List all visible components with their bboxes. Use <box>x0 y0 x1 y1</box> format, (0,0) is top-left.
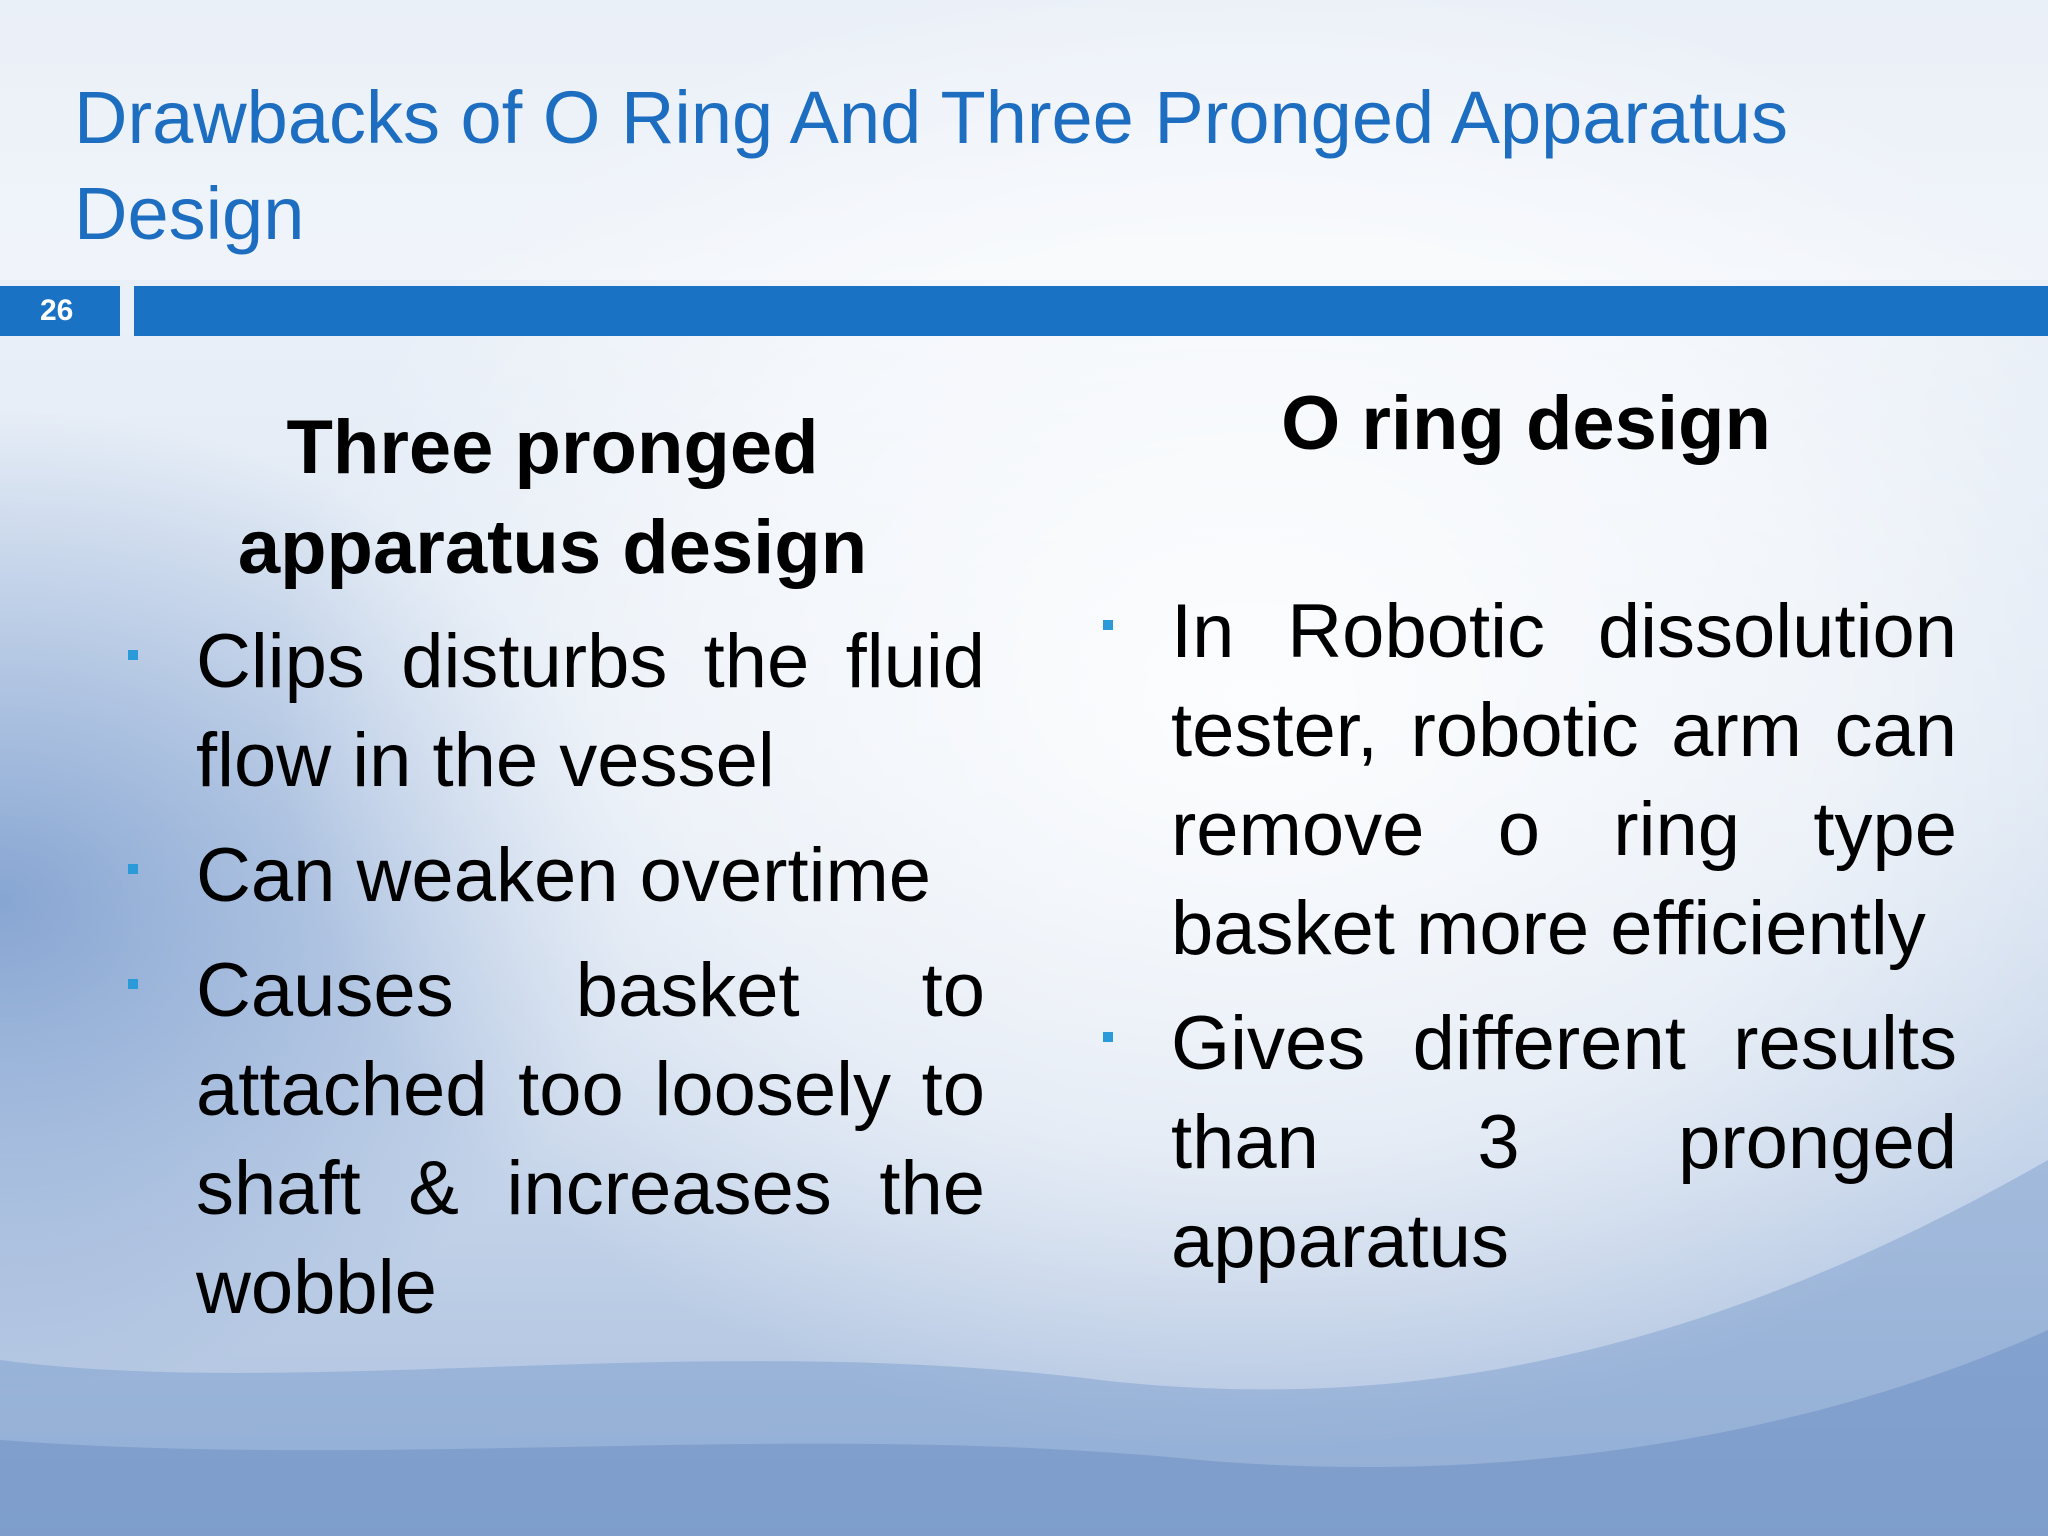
bullet-text: Gives different results than 3 pronged a… <box>1171 1001 1957 1284</box>
bullet-square-icon <box>128 650 138 660</box>
list-item: Can weaken overtime <box>120 826 985 925</box>
slide-number: 26 <box>0 286 120 336</box>
bullet-square-icon <box>1103 1032 1113 1042</box>
right-column-heading: O ring design <box>1281 381 1771 466</box>
bullet-text: In Robotic dissolution tester, robotic a… <box>1171 589 1957 971</box>
right-column: O ring design In Robotic dissolution tes… <box>1095 374 1957 1307</box>
left-column-heading: Three pronged apparatus design <box>237 405 868 590</box>
bullet-text: Clips disturbs the fluid flow in the ves… <box>196 619 985 803</box>
bullet-text: Causes basket to attached too loosely to… <box>196 948 985 1330</box>
list-item: In Robotic dissolution tester, robotic a… <box>1095 582 1957 978</box>
list-item: Gives different results than 3 pronged a… <box>1095 994 1957 1291</box>
title-divider-bar <box>134 286 2048 336</box>
bullet-square-icon <box>128 979 138 989</box>
bullet-text: Can weaken overtime <box>196 833 932 918</box>
right-bullet-list: In Robotic dissolution tester, robotic a… <box>1095 582 1957 1291</box>
slide-title: Drawbacks of O Ring And Three Pronged Ap… <box>74 76 1788 255</box>
left-column: Three pronged apparatus design Clips dis… <box>120 398 985 1353</box>
list-item: Causes basket to attached too loosely to… <box>120 941 985 1337</box>
bullet-square-icon <box>128 864 138 874</box>
left-bullet-list: Clips disturbs the fluid flow in the ves… <box>120 612 985 1337</box>
bullet-square-icon <box>1103 620 1113 630</box>
list-item: Clips disturbs the fluid flow in the ves… <box>120 612 985 810</box>
